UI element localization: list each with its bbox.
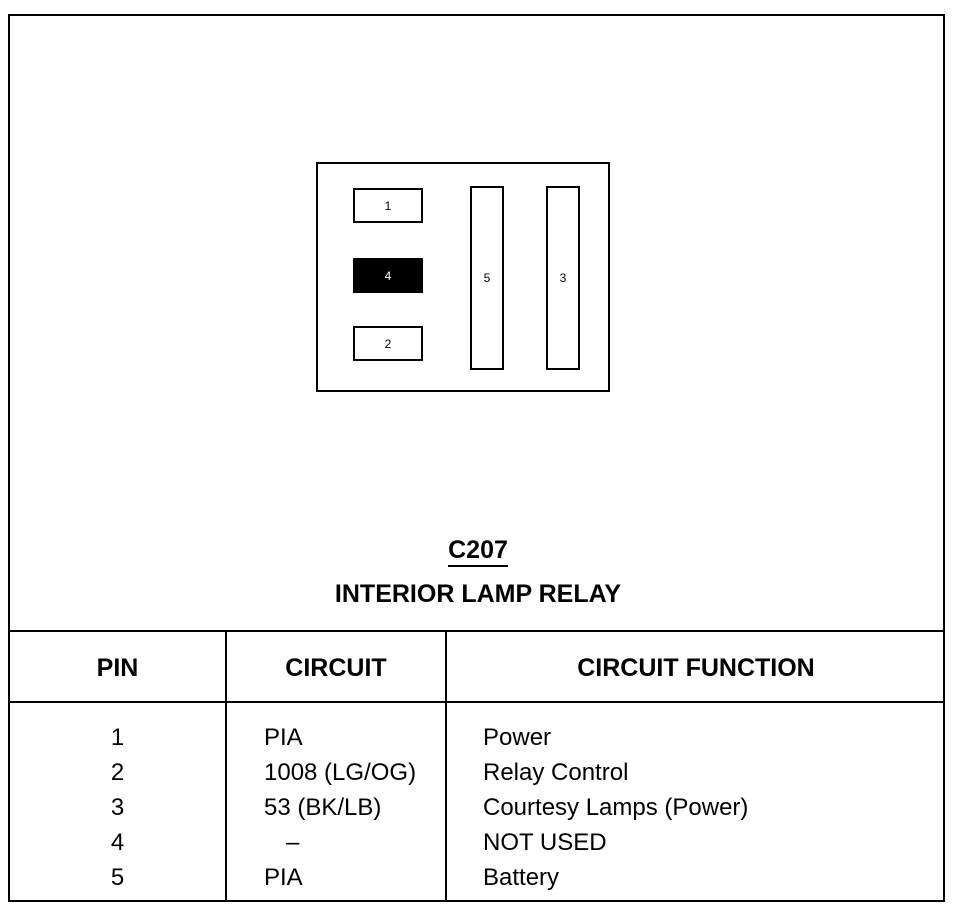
table-cell-circuit: PIA <box>264 724 303 751</box>
connector-id: C207 <box>0 536 956 567</box>
table-cell-function: Power <box>483 724 552 751</box>
diagram-frame <box>8 14 945 902</box>
connector-name: INTERIOR LAMP RELAY <box>334 580 622 608</box>
table-cell-function: Relay Control <box>483 759 629 786</box>
pin-terminal-2: 2 <box>353 326 423 361</box>
table-cell-function: Battery <box>483 864 560 891</box>
table-cell-circuit: PIA <box>264 864 303 891</box>
table-cell-pin: 4 <box>110 829 125 856</box>
table-cell-pin: 2 <box>110 759 125 786</box>
connector-id-text: C207 <box>448 536 508 567</box>
pin-column: 1 2 3 4 5 <box>10 720 225 895</box>
circuit-column: PIA 1008 (LG/OG) 53 (BK/LB) – PIA <box>264 720 444 895</box>
pin-label: 3 <box>559 271 567 285</box>
table-cell-function: NOT USED <box>483 829 607 856</box>
header-circuit-function: CIRCUIT FUNCTION <box>577 654 815 682</box>
pin-label: 1 <box>384 198 392 213</box>
pin-label: 5 <box>483 271 491 285</box>
table-header-border <box>8 701 945 703</box>
table-cell-circuit: 53 (BK/LB) <box>264 794 382 821</box>
pin-label: 4 <box>384 268 392 283</box>
table-cell-function: Courtesy Lamps (Power) <box>483 794 749 821</box>
header-circuit: CIRCUIT <box>285 654 387 682</box>
table-cell-circuit: 1008 (LG/OG) <box>264 759 417 786</box>
table-cell-pin: 1 <box>110 724 125 751</box>
table-cell-circuit: – <box>286 829 300 856</box>
function-column: Power Relay Control Courtesy Lamps (Powe… <box>483 720 943 895</box>
table-cell-pin: 5 <box>110 864 125 891</box>
table-column-divider <box>445 630 447 902</box>
pin-terminal-3: 3 <box>546 186 580 370</box>
table-cell-pin: 3 <box>110 794 125 821</box>
table-column-divider <box>225 630 227 902</box>
pin-terminal-4: 4 <box>353 258 423 293</box>
pin-label: 2 <box>384 336 392 351</box>
header-pin: PIN <box>96 654 139 682</box>
pin-terminal-1: 1 <box>353 188 423 223</box>
table-top-border <box>8 630 945 632</box>
pin-terminal-5: 5 <box>470 186 504 370</box>
